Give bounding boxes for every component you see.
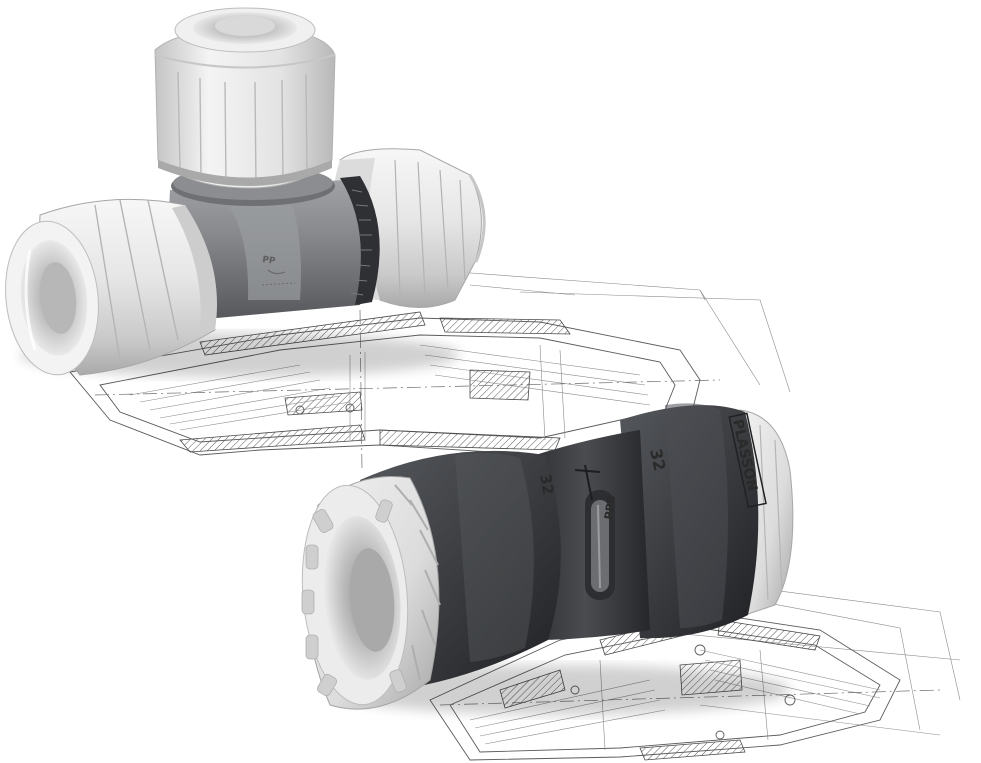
coupler-right-body — [620, 403, 759, 639]
size-mark-left: 32 — [536, 473, 557, 497]
coupler-left-nut — [301, 476, 441, 710]
tee-left-nut — [5, 198, 217, 376]
tee-fitting: PP — [5, 7, 486, 377]
tee-top-nut — [154, 7, 336, 189]
svg-text:PP: PP — [262, 255, 277, 267]
material-mark: PPB — [602, 494, 618, 520]
coupler-fitting: PLASSON 32 32 PPB — [301, 403, 794, 715]
size-mark: 32 — [646, 447, 669, 473]
